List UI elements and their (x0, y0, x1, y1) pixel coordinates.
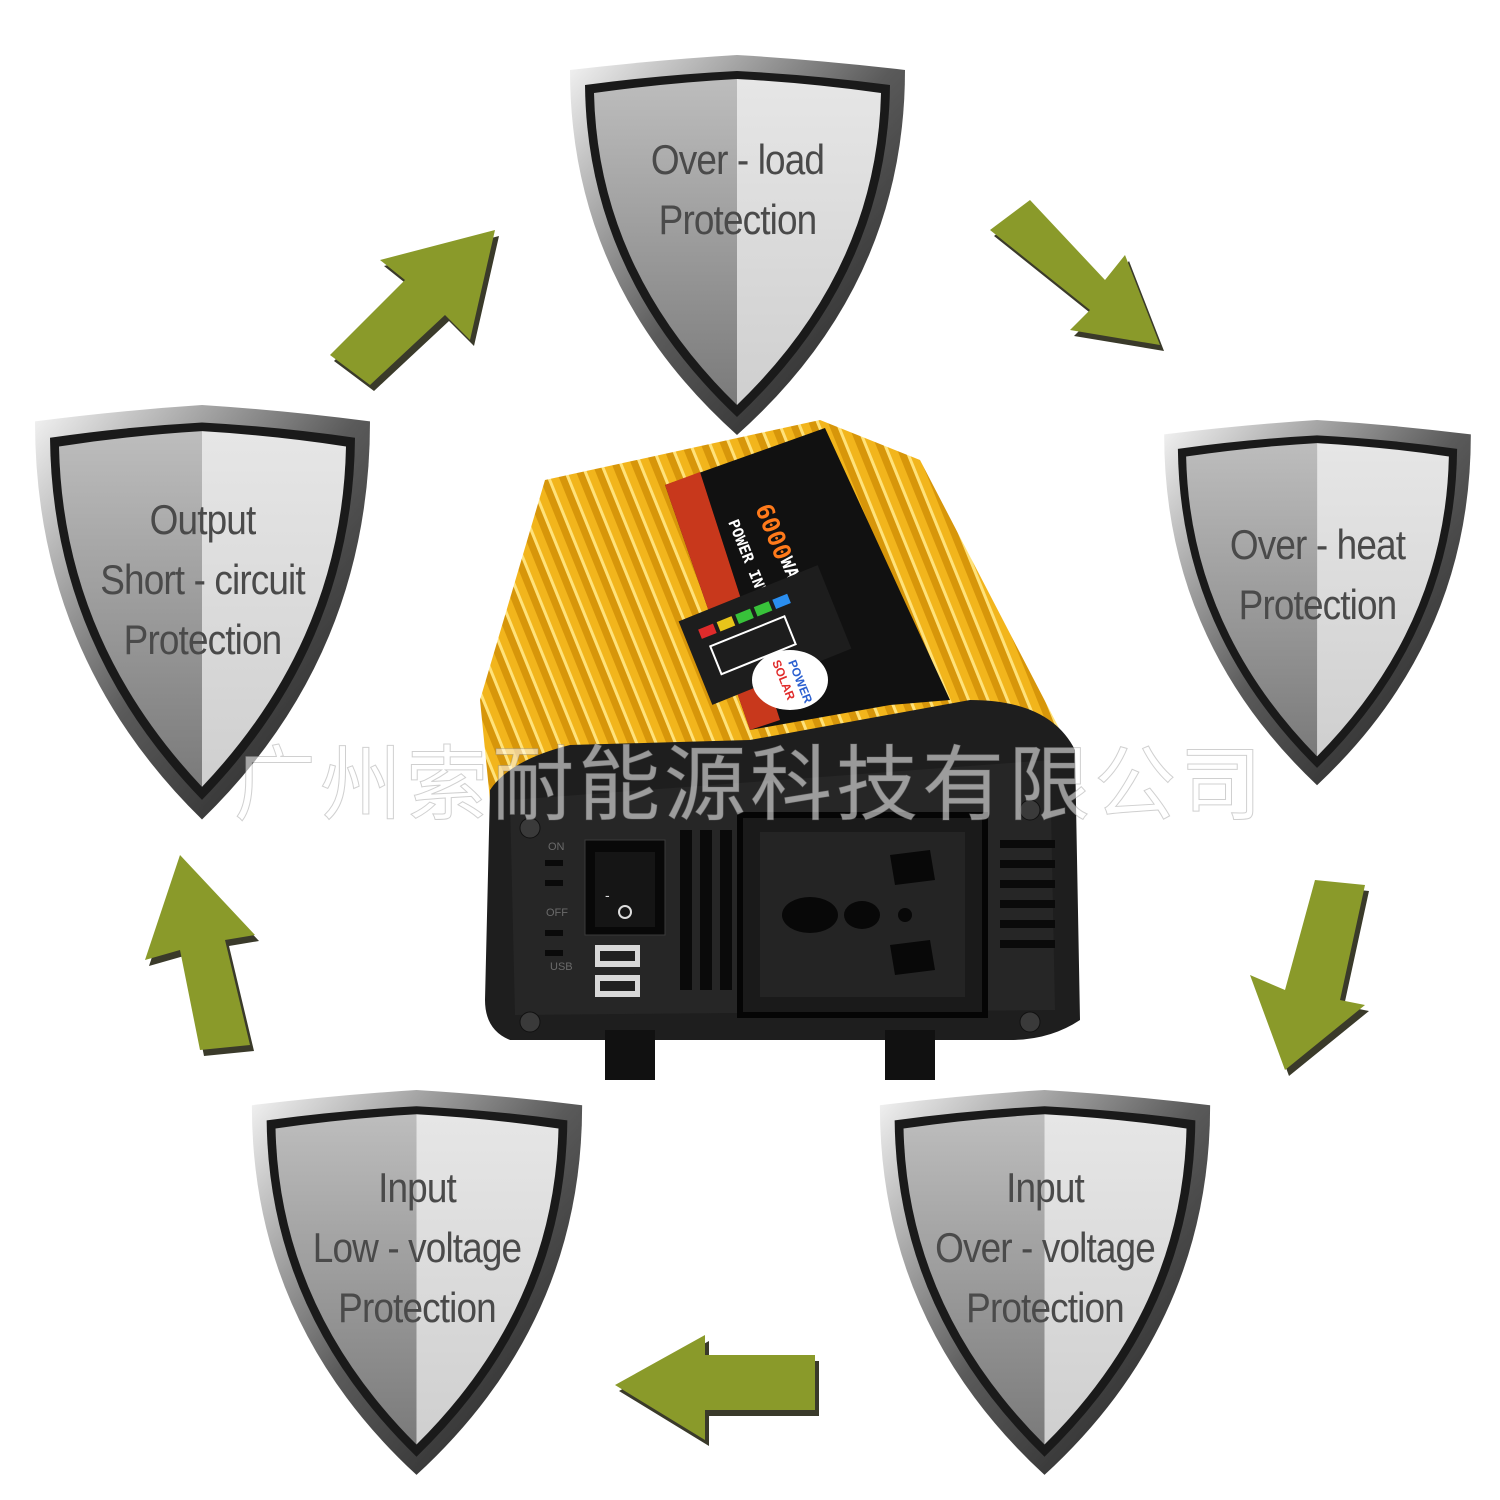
shield-label: Output Short - circuit Protection (100, 496, 305, 663)
shield-over-heat: Over - heat Protection (1155, 420, 1480, 790)
svg-text:-: - (605, 887, 610, 903)
switch-off-label: OFF (546, 907, 568, 919)
shield-over-load: Over - load Protection (560, 55, 915, 440)
shield-input-low-voltage: Input Low - voltage Protection (242, 1090, 592, 1480)
arrow-bottom (610, 1330, 820, 1446)
shield-icon (35, 405, 370, 820)
power-inverter-image: 6000 WATTS POWER INVERTER SOLAR POWER (450, 400, 1090, 1100)
shield-icon (570, 55, 905, 435)
shield-icon (1164, 420, 1471, 786)
shield-label: Input Low - voltage Protection (312, 1164, 522, 1331)
arrow-top-left (310, 215, 510, 391)
shield-icon (251, 1090, 583, 1475)
arrow-right (1240, 880, 1370, 1080)
usb-label: USB (550, 961, 573, 973)
shield-label: Over - heat Protection (1229, 521, 1406, 628)
shield-icon (879, 1090, 1211, 1475)
arrow-top-right (985, 195, 1175, 351)
shield-input-over-voltage: Input Over - voltage Protection (870, 1090, 1220, 1480)
shield-label: Over - load Protection (650, 136, 825, 243)
switch-on-label: ON (548, 841, 565, 853)
arrow-left (140, 850, 260, 1060)
shield-label: Input Over - voltage Protection (935, 1164, 1156, 1331)
shield-output-short-circuit: Output Short - circuit Protection (25, 405, 380, 825)
